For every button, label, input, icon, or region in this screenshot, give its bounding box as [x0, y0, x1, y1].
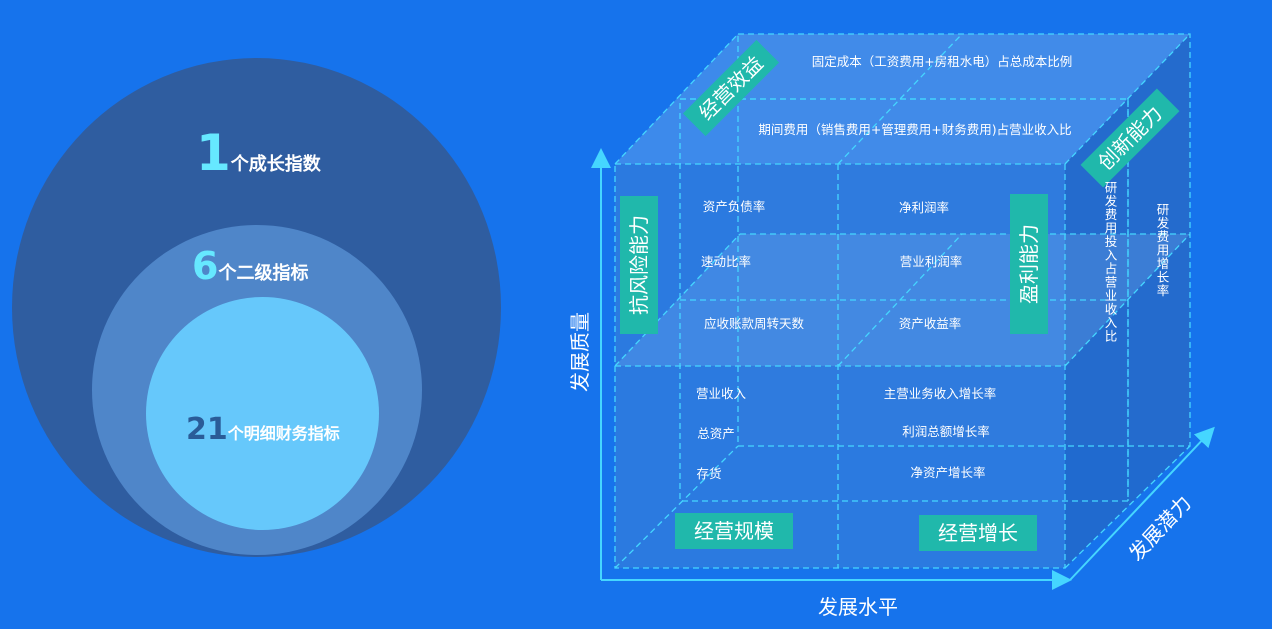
profitability-tag: 盈利能力	[1010, 194, 1048, 334]
middle-depth-plane	[679, 98, 1129, 502]
operating-growth-tag: 经营增长	[919, 515, 1037, 551]
fixed-cost-ratio: 固定成本（工资费用+房租水电）占总成本比例	[812, 54, 1072, 69]
operating-profit-margin: 营业利润率	[900, 254, 963, 269]
profitability-label: 盈利能力	[1017, 224, 1041, 304]
secondary-index-count: 6	[192, 244, 219, 288]
horizontal-axis-label: 发展水平	[818, 595, 898, 619]
depth-edge-br	[1064, 445, 1191, 569]
inner-circle	[146, 297, 379, 530]
depth-axis-label: 发展潜力	[1124, 491, 1196, 566]
period-expense-ratio: 期间费用（销售费用+管理费用+财务费用)占营业收入比	[758, 122, 1071, 137]
secondary-index-text: 个二级指标	[218, 263, 309, 284]
operating-revenue: 营业收入	[696, 386, 747, 401]
depth-axis-arrow	[1069, 426, 1215, 581]
main-revenue-growth: 主营业务收入增长率	[884, 386, 997, 401]
depth-edge-bl	[614, 445, 739, 569]
rd-expense-growth: 研发费用增长率	[1155, 203, 1170, 298]
back-face-outline	[737, 33, 1191, 447]
inventory: 存货	[696, 466, 721, 481]
debt-ratio: 资产负债率	[703, 199, 766, 214]
risk-resistance-label: 抗风险能力	[627, 215, 651, 315]
growth-index-text: 个成长指数	[230, 154, 321, 175]
detail-index-count: 21	[186, 412, 228, 447]
growth-index-count: 1	[196, 124, 231, 182]
return-on-assets: 资产收益率	[899, 316, 962, 331]
detail-index-label: 21个明细财务指标	[186, 412, 340, 447]
detail-index-text: 个明细财务指标	[227, 424, 340, 443]
net-asset-growth: 净资产增长率	[910, 465, 985, 480]
total-profit-growth: 利润总额增长率	[902, 424, 990, 439]
operating-growth-label: 经营增长	[938, 521, 1018, 545]
secondary-index-label: 6个二级指标	[192, 244, 308, 288]
middle-slab-left	[614, 233, 741, 367]
net-profit-margin: 净利润率	[899, 200, 949, 215]
quick-ratio: 速动比率	[701, 254, 751, 269]
growth-index-label: 1个成长指数	[196, 124, 321, 182]
operating-scale-tag: 经营规模	[675, 513, 793, 549]
total-assets: 总资产	[697, 426, 735, 441]
risk-resistance-tag: 抗风险能力	[620, 196, 658, 334]
rd-expense-ratio: 研发费用投入占营业收入比	[1103, 181, 1118, 343]
vertical-axis-label: 发展质量	[568, 312, 592, 392]
receivable-turnover-days: 应收账款周转天数	[704, 316, 805, 331]
operating-scale-label: 经营规模	[694, 519, 774, 543]
